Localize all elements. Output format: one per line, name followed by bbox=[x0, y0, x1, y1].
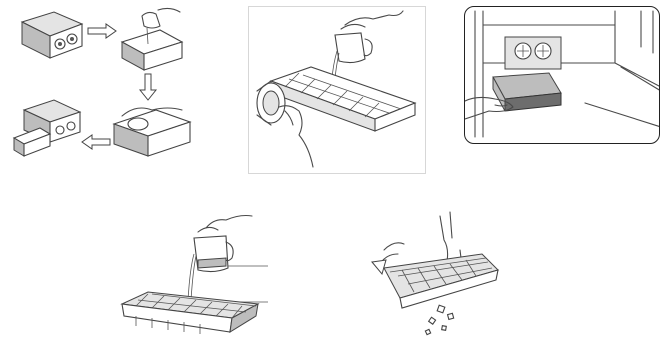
arrow-right-icon bbox=[88, 24, 116, 38]
arrow-left-icon bbox=[82, 135, 110, 149]
filling-ice-cube-tray-figure bbox=[118, 208, 278, 338]
inserting-unit-illustration bbox=[114, 108, 190, 156]
pitcher-illustration bbox=[188, 216, 252, 301]
ice-maker-unit-illustration bbox=[22, 12, 82, 58]
ice-bucket-illustration bbox=[493, 73, 561, 111]
falling-ice-cubes-illustration bbox=[425, 305, 453, 335]
ice-bucket-in-freezer-figure bbox=[464, 6, 660, 144]
pitcher-illustration bbox=[332, 11, 403, 79]
ice-maker-fill-sequence-figure bbox=[10, 6, 200, 166]
callout-line bbox=[228, 266, 268, 302]
ice-cube-tray-illustration bbox=[384, 254, 498, 308]
ice-cube-tray-illustration bbox=[122, 292, 258, 334]
freezer-interior-illustration bbox=[475, 11, 660, 137]
pouring-water-illustration bbox=[122, 8, 182, 70]
twisting-ice-cube-tray-figure bbox=[364, 210, 514, 338]
arrow-down-icon bbox=[140, 74, 156, 100]
filling-ice-maker-tray-figure bbox=[248, 6, 426, 174]
ice-maker-tray-illustration bbox=[257, 67, 415, 131]
unit-with-drawer-illustration bbox=[14, 100, 80, 156]
hand-illustration bbox=[279, 106, 313, 167]
